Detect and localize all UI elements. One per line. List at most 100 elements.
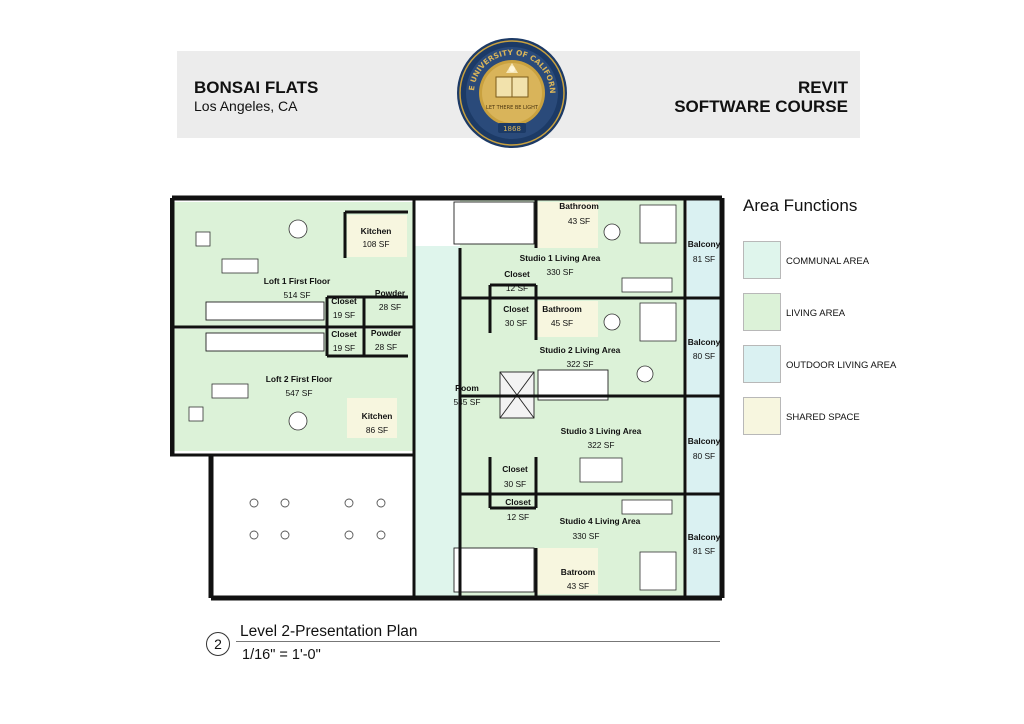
closet-s3-area-label: 30 SF [504,479,526,489]
balcony2-area-label: 80 SF [693,351,715,361]
closet-s3-name: Closet [502,464,528,474]
studio1-area-label: 330 SF [546,267,573,277]
bed-studio1 [639,204,677,244]
bath2-area-label: 45 SF [551,318,573,328]
sofa-loft2 [211,383,249,399]
stair-left-top [205,301,325,321]
sofa-studio4 [621,499,673,515]
powder1-area-label: 28 SF [379,302,401,312]
sofa-loft1 [221,258,259,274]
room-labels: Kitchen 108 SF Loft 1 First Floor 514 SF… [264,201,721,591]
sofa-studio1 [621,277,673,293]
loft1-name: Loft 1 First Floor [264,276,331,286]
bath2-area [536,301,598,337]
loft1-area-label: 514 SF [283,290,310,300]
course-title-line2: SOFTWARE COURSE [674,97,848,116]
closet-l2-area-label: 19 SF [333,343,355,353]
course-title-line1: REVIT [797,78,848,97]
stair-left-bottom [205,332,325,352]
legend-swatch-living [743,293,781,331]
closet-s1-name: Closet [504,269,530,279]
legend-label-communal: COMMUNAL AREA [786,256,870,267]
lower-unit-area [211,460,414,596]
kitchen-counter-studio3 [579,457,623,483]
bed-studio2 [639,302,677,342]
balcony1-name: Balcony [688,239,721,249]
closet-s4-area-label: 12 SF [507,512,529,522]
kitchen1-area [347,215,407,257]
armchair-loft1 [195,231,211,247]
armchair-loft2 [188,406,204,422]
dining-table-loft2 [288,411,308,431]
kitchen2-name: Kitchen [362,411,393,421]
studio2-area-label: 322 SF [566,359,593,369]
bath4-name: Batroom [561,567,595,577]
exterior-walls [170,195,725,601]
kitchen2-area-label: 86 SF [366,425,388,435]
balcony2-area [687,298,722,396]
seal-year: 1868 [503,125,521,133]
bath1-area [536,202,598,248]
bath4-area-label: 43 SF [567,581,589,591]
legend-swatch-shared [743,397,781,435]
studio2-table [636,365,654,383]
kitchen1-area-label: 108 SF [362,239,389,249]
balcony3-area [687,396,722,494]
balcony4-name: Balcony [688,532,721,542]
bath1-name: Bathroom [559,201,599,211]
balcony4-area [687,494,722,596]
powder2-area-label: 28 SF [375,342,397,352]
bed-studio4 [639,551,677,591]
stair-lobby [453,201,535,245]
balcony3-area-label: 80 SF [693,451,715,461]
kitchen2-area [347,398,397,438]
bath1-area-label: 43 SF [568,216,590,226]
project-location: Los Angeles, CA [194,98,298,114]
legend-title: Area Functions [743,196,858,215]
drawing-number: 2 [206,632,230,656]
balcony4-area-label: 81 SF [693,546,715,556]
balcony1-area-label: 81 SF [693,254,715,264]
closet-l1-area-label: 19 SF [333,310,355,320]
kitchen1-name: Kitchen [361,226,392,236]
legend-label-outdoor: OUTDOOR LIVING AREA [786,360,897,371]
studio4-name: Studio 4 Living Area [560,516,641,526]
closet-l1-name: Closet [331,296,357,306]
balcony3-name: Balcony [688,436,721,446]
room-name: Room [455,383,479,393]
studio2-name: Studio 2 Living Area [540,345,621,355]
bath4-area [536,548,598,594]
studio3-name: Studio 3 Living Area [561,426,642,436]
drawing-scale: 1/16" = 1'-0" [242,647,321,663]
studio4-area-label: 330 SF [572,531,599,541]
project-name: BONSAI FLATS [194,78,319,97]
furniture [188,204,677,591]
balcony1-area [687,200,722,298]
floor-plan: Kitchen 108 SF Loft 1 First Floor 514 SF… [170,195,725,601]
closet-s2-name: Closet [503,304,529,314]
closet-s1-area-label: 12 SF [506,283,528,293]
bath2-name: Bathroom [542,304,582,314]
stair-south [453,547,535,593]
legend-swatch-outdoor [743,345,781,383]
room-area-label: 545 SF [453,397,480,407]
seal-motto: LET THERE BE LIGHT [486,105,539,111]
lower-unit-columns [249,498,386,540]
studio3-area-label: 322 SF [587,440,614,450]
studio1-name: Studio 1 Living Area [520,253,601,263]
legend-swatch-communal [743,241,781,279]
closet-l2-name: Closet [331,329,357,339]
loft2-area-label: 547 SF [285,388,312,398]
balcony2-name: Balcony [688,337,721,347]
drawing-title-rule [236,641,720,642]
interior-walls [170,200,722,598]
powder2-name: Powder [371,328,402,338]
studio1-table [603,223,621,241]
studio3-area [460,396,685,494]
room-corridor-area [414,246,460,596]
legend-label-shared: SHARED SPACE [786,412,860,423]
legend-label-living: LIVING AREA [786,308,846,319]
studio2-chair [603,313,621,331]
closet-s2-area-label: 30 SF [505,318,527,328]
powder1-name: Powder [375,288,406,298]
